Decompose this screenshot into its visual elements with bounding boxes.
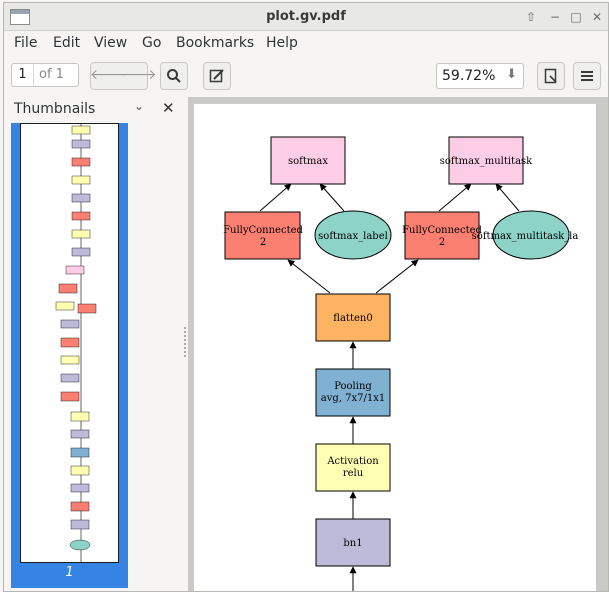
maximize-icon[interactable]: □ xyxy=(570,10,582,24)
node-fullyconnected-2 xyxy=(404,211,480,260)
node-label-bn1: bn1 xyxy=(343,538,362,549)
sidebar-title[interactable]: Thumbnails xyxy=(14,101,96,117)
edge-label-softmax xyxy=(319,183,345,212)
minimize-icon[interactable]: − xyxy=(549,10,561,24)
menu-view[interactable]: View xyxy=(94,35,128,51)
menu-help[interactable]: Help xyxy=(266,35,298,51)
node-softmax xyxy=(270,136,346,185)
title-bar: plot.gv.pdf ⇧ − □ ✕ xyxy=(4,3,608,31)
node-label-pooling-l2: avg, 7x7/1x1 xyxy=(321,393,385,404)
document-view-icon xyxy=(544,68,557,84)
document-view[interactable]: softmax softmax_multitask FullyConnected… xyxy=(188,97,608,591)
node-activation xyxy=(315,443,391,492)
splitter-grip[interactable] xyxy=(184,327,186,357)
chevron-down-icon[interactable]: ⌄ xyxy=(134,99,145,113)
zoom-select[interactable]: 59.72% ⬇ xyxy=(436,63,524,89)
node-label-softmax: softmax xyxy=(288,156,328,167)
node-bn1 xyxy=(315,518,391,567)
thumbnail-graph xyxy=(55,124,97,562)
pdf-page: softmax softmax_multitask FullyConnected… xyxy=(194,104,596,591)
thumbnail-page[interactable] xyxy=(20,123,119,563)
page-number-input[interactable]: 1 xyxy=(12,64,34,86)
node-label-fc2-l2: 2 xyxy=(439,237,445,248)
edge-label2-softmax-multitask xyxy=(495,183,520,212)
sidebar-header: Thumbnails ⌄ ✕ xyxy=(4,97,184,121)
search-icon xyxy=(167,69,181,83)
network-graph: softmax softmax_multitask FullyConnected… xyxy=(223,136,579,591)
sidebar-splitter[interactable] xyxy=(182,97,188,591)
node-label-pooling-l1: Pooling xyxy=(334,381,372,392)
window-title: plot.gv.pdf xyxy=(266,9,346,24)
sidebar: Thumbnails ⌄ ✕ xyxy=(4,97,184,591)
node-fullyconnected-1 xyxy=(224,211,301,260)
menu-bar: File Edit View Go Bookmarks Help xyxy=(4,31,608,57)
previous-page-button[interactable]: 🡐 xyxy=(90,67,128,83)
toolbar: 1 of 1 🡐 🡒 59.72% ⬇ xyxy=(4,57,608,97)
menu-file[interactable]: File xyxy=(14,35,38,51)
next-page-button[interactable]: 🡒 xyxy=(119,67,157,83)
close-window-icon[interactable]: ✕ xyxy=(591,10,603,24)
node-label-flatten0: flatten0 xyxy=(333,313,372,324)
node-label-activation-l2: relu xyxy=(343,468,364,479)
zoom-dropdown-arrow-icon[interactable]: ⬇ xyxy=(506,67,517,82)
thumbnail-selected[interactable]: 1 xyxy=(11,123,128,588)
edit-pen-icon xyxy=(209,69,224,83)
node-label-fc2-l1: FullyConnected xyxy=(402,225,482,236)
node-pooling xyxy=(315,368,391,417)
main-menu-button[interactable] xyxy=(573,62,601,90)
search-button[interactable] xyxy=(160,62,188,90)
menu-bookmarks[interactable]: Bookmarks xyxy=(176,35,255,51)
hamburger-icon xyxy=(581,71,593,81)
page-nav-group xyxy=(90,62,148,90)
node-label-fc1-l2: 2 xyxy=(260,237,266,248)
zoom-value: 59.72% xyxy=(442,68,496,84)
node-softmax-label xyxy=(314,210,392,260)
node-label-fc1-l1: FullyConnected xyxy=(223,225,303,236)
node-flatten0 xyxy=(315,293,391,342)
node-label-activation-l1: Activation xyxy=(326,456,379,467)
edge-fc2-softmax-multitask xyxy=(438,183,472,212)
menu-edit[interactable]: Edit xyxy=(53,35,81,51)
node-softmax-multitask-label xyxy=(492,210,570,260)
page-count-label: of 1 xyxy=(39,67,64,82)
close-sidebar-icon[interactable]: ✕ xyxy=(162,99,175,117)
pdf-viewer-window: plot.gv.pdf ⇧ − □ ✕ File Edit View Go Bo… xyxy=(3,2,609,592)
scroll-up-icon[interactable]: ⇧ xyxy=(525,10,537,24)
app-window-icon xyxy=(10,9,30,25)
menu-go[interactable]: Go xyxy=(142,35,162,51)
node-softmax-multitask xyxy=(448,136,524,185)
edge-flatten-fc1 xyxy=(287,259,331,294)
node-label-softmax-multitask-label: softmax_multitask_la xyxy=(472,231,579,242)
vertical-scrollbar[interactable] xyxy=(600,97,608,591)
thumbnail-page-number: 1 xyxy=(65,565,74,580)
edge-flatten-fc2 xyxy=(375,259,419,294)
page-view-button[interactable] xyxy=(537,62,565,90)
edge-fc1-softmax xyxy=(259,183,292,212)
annotate-button[interactable] xyxy=(203,62,231,90)
page-selector: 1 of 1 xyxy=(11,63,79,87)
node-label-softmax-label: softmax_label xyxy=(318,231,388,242)
node-label-softmax-multitask: softmax_multitask xyxy=(440,156,533,167)
